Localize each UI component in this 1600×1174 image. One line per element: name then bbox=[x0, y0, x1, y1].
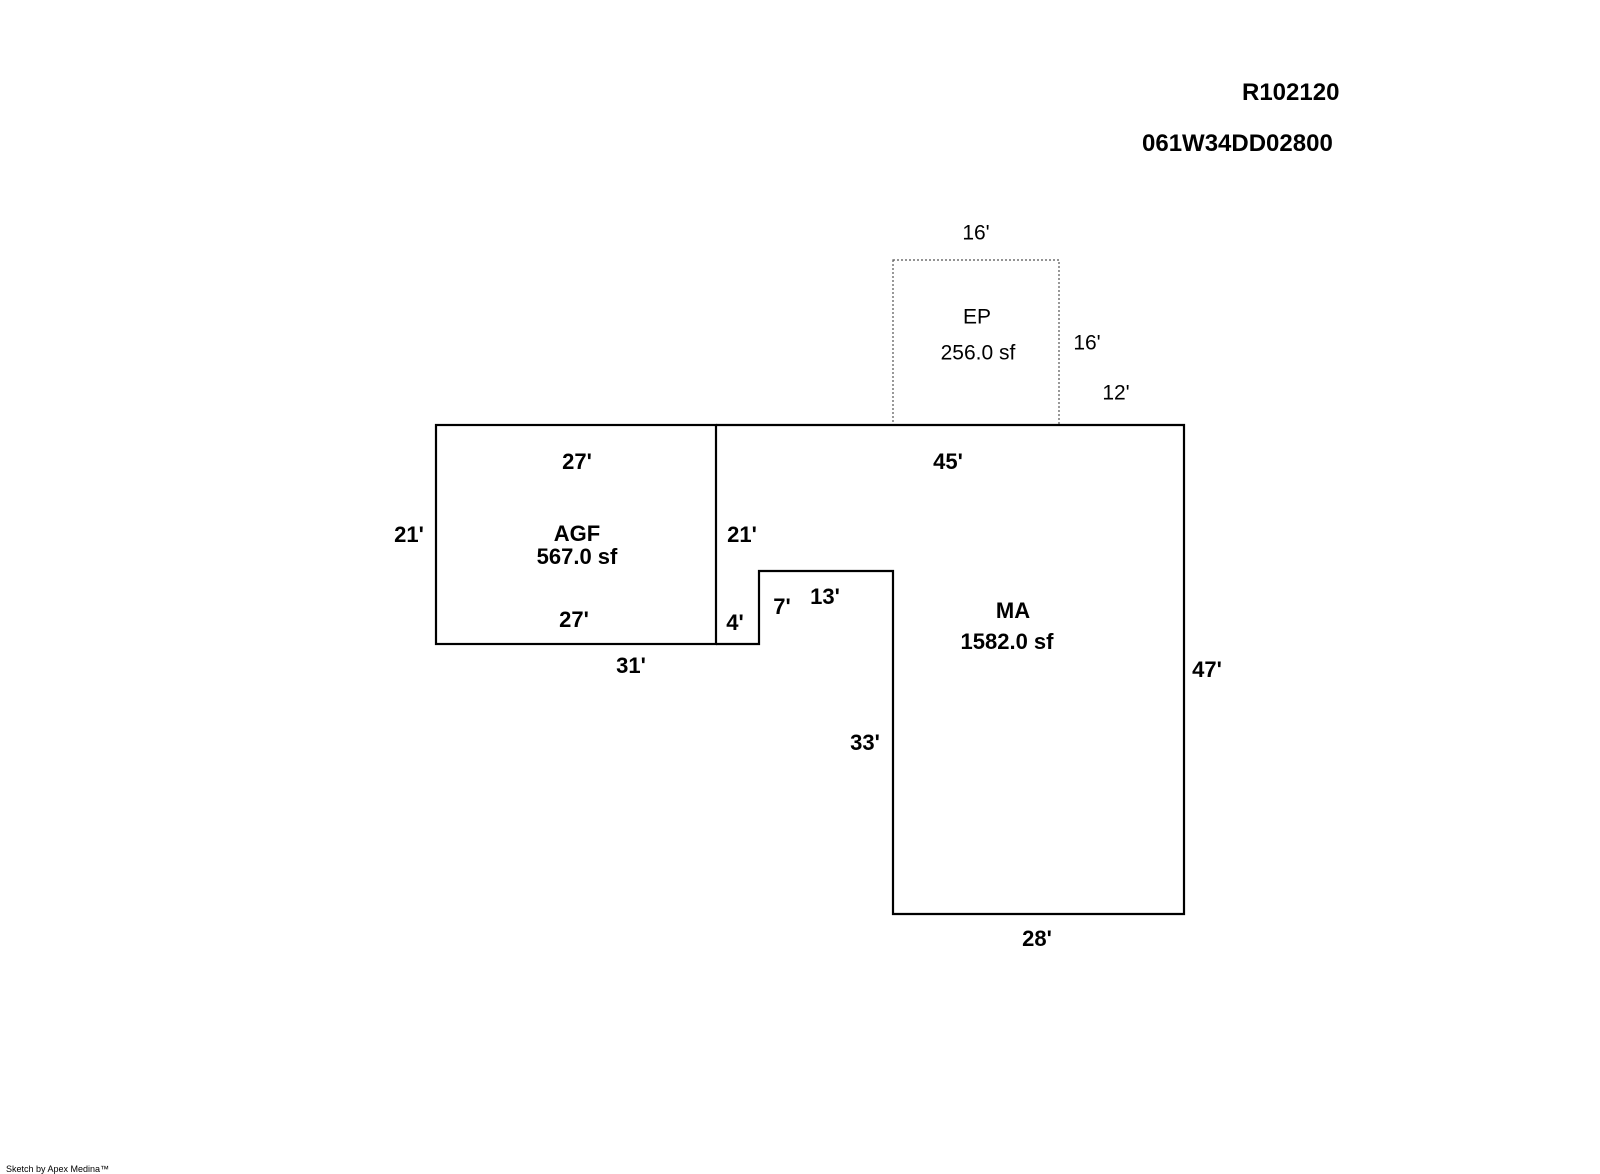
agf-left-dimension: 21' bbox=[394, 522, 424, 547]
agf-code: AGF bbox=[553, 521, 601, 546]
ma-top-dimension: 45' bbox=[933, 449, 963, 474]
ma-bottom-dimension: 28' bbox=[1022, 926, 1052, 951]
ma-inner-left-dimension: 33' bbox=[850, 730, 880, 755]
ma-area: 1582.0 sf bbox=[960, 629, 1054, 654]
ma-right-dimension: 47' bbox=[1192, 657, 1222, 682]
agf-outline bbox=[434, 423, 718, 646]
connector-right-dimension: 7' bbox=[773, 594, 791, 619]
ep-right-dimension: 16' bbox=[1073, 331, 1101, 355]
agf-area: 567.0 sf bbox=[536, 544, 618, 569]
map-number: 061W34DD02800 bbox=[1142, 130, 1333, 157]
agf-right-dimension: 21' bbox=[727, 522, 757, 547]
ma-outline bbox=[716, 423, 1186, 916]
connector-left-dimension: 4' bbox=[726, 610, 744, 635]
ep-code: EP bbox=[962, 305, 992, 329]
ep-area: 256.0 sf bbox=[940, 341, 1016, 365]
agf-top-dimension: 27' bbox=[562, 449, 592, 474]
agf-bottom-dimension: 27' bbox=[559, 607, 589, 632]
notch-top-dimension: 13' bbox=[810, 584, 840, 609]
main-top-right-dimension: 12' bbox=[1102, 381, 1130, 405]
sketch-credit: Sketch by Apex Medina™ bbox=[6, 1164, 110, 1174]
ma-code: MA bbox=[995, 598, 1031, 623]
ep-top-dimension: 16' bbox=[962, 221, 990, 245]
account-id: R102120 bbox=[1242, 79, 1340, 106]
bottom-left-total-dimension: 31' bbox=[616, 653, 646, 678]
